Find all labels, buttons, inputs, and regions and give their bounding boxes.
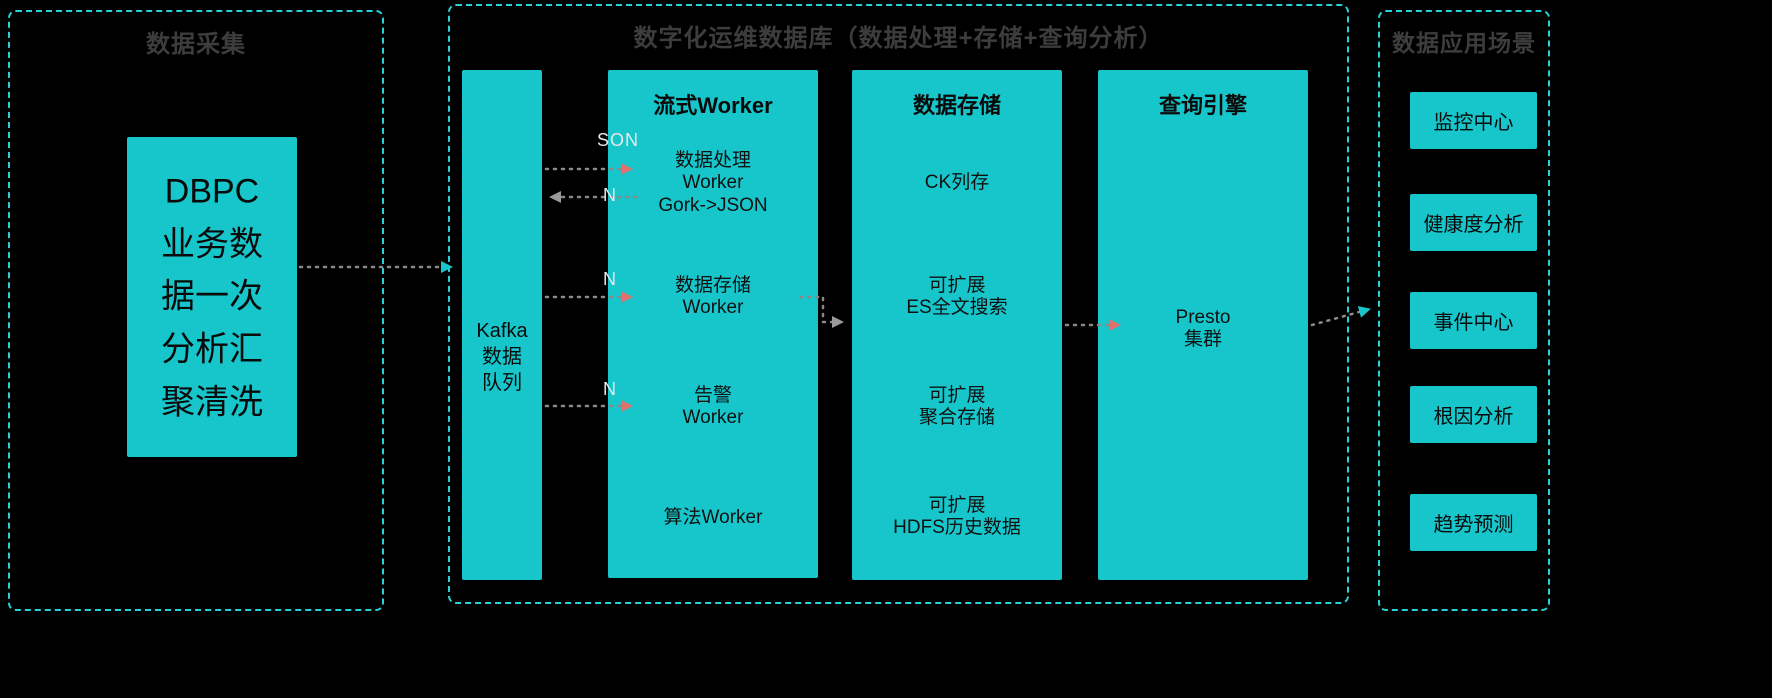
section-data-collection: 数据采集 DBPC 业务数 据一次 分析汇 聚清洗 — [8, 10, 384, 611]
section-title-collection: 数据采集 — [146, 31, 246, 58]
storage-item-aggregate: 可扩展 聚合存储 — [918, 385, 995, 429]
worker-item-algorithm: 算法Worker — [663, 507, 763, 528]
query-item-presto: Presto 集群 — [1175, 307, 1231, 351]
app-item-monitoring: 监控中心 — [1410, 92, 1537, 149]
data-storage-column: 数据存储 CK列存 可扩展 ES全文搜索 可扩展 聚合存储 可扩展 HDFS历史… — [852, 70, 1062, 580]
section-title-ops-database: 数字化运维数据库（数据处理+存储+查询分析） — [633, 25, 1164, 52]
worker-item-store: 数据存储 Worker — [674, 275, 751, 319]
kafka-queue-node: Kafka 数据 队列 — [462, 70, 542, 580]
dbpc-node: DBPC 业务数 据一次 分析汇 聚清洗 — [127, 137, 297, 457]
stream-worker-title: 流式Worker — [653, 93, 773, 118]
worker-item-alert: 告警 Worker — [682, 385, 744, 429]
stream-worker-column: 流式Worker 数据处理 Worker Gork->JSON 数据存储 Wor… — [608, 70, 818, 578]
arrow-label-json-3: N — [603, 269, 617, 289]
app-item-root-cause: 根因分析 — [1410, 386, 1537, 443]
storage-item-hdfs: 可扩展 HDFS历史数据 — [893, 495, 1021, 539]
storage-item-es: 可扩展 ES全文搜索 — [906, 275, 1008, 319]
worker-item-process: 数据处理 Worker Gork->JSON — [658, 150, 768, 216]
section-title-app-scenarios: 数据应用场景 — [1392, 30, 1536, 56]
app-item-health: 健康度分析 — [1410, 194, 1537, 251]
app-item-trend: 趋势预测 — [1410, 494, 1537, 551]
data-storage-title: 数据存储 — [912, 93, 1001, 118]
query-engine-column: 查询引擎 Presto 集群 — [1098, 70, 1308, 580]
app-item-events: 事件中心 — [1410, 292, 1537, 349]
storage-item-ck: CK列存 — [924, 172, 990, 193]
section-app-scenarios: 数据应用场景 监控中心 健康度分析 事件中心 根因分析 趋势预测 — [1378, 10, 1550, 611]
arrow-label-json-2: N — [603, 185, 617, 205]
query-engine-title: 查询引擎 — [1158, 93, 1247, 118]
arrow-label-json-1: SON — [597, 130, 640, 150]
dbpc-node-label: DBPC 业务数 据一次 分析汇 聚清洗 — [161, 172, 263, 422]
arrow-label-json-4: N — [603, 379, 617, 399]
kafka-queue-label: Kafka 数据 队列 — [476, 320, 528, 394]
